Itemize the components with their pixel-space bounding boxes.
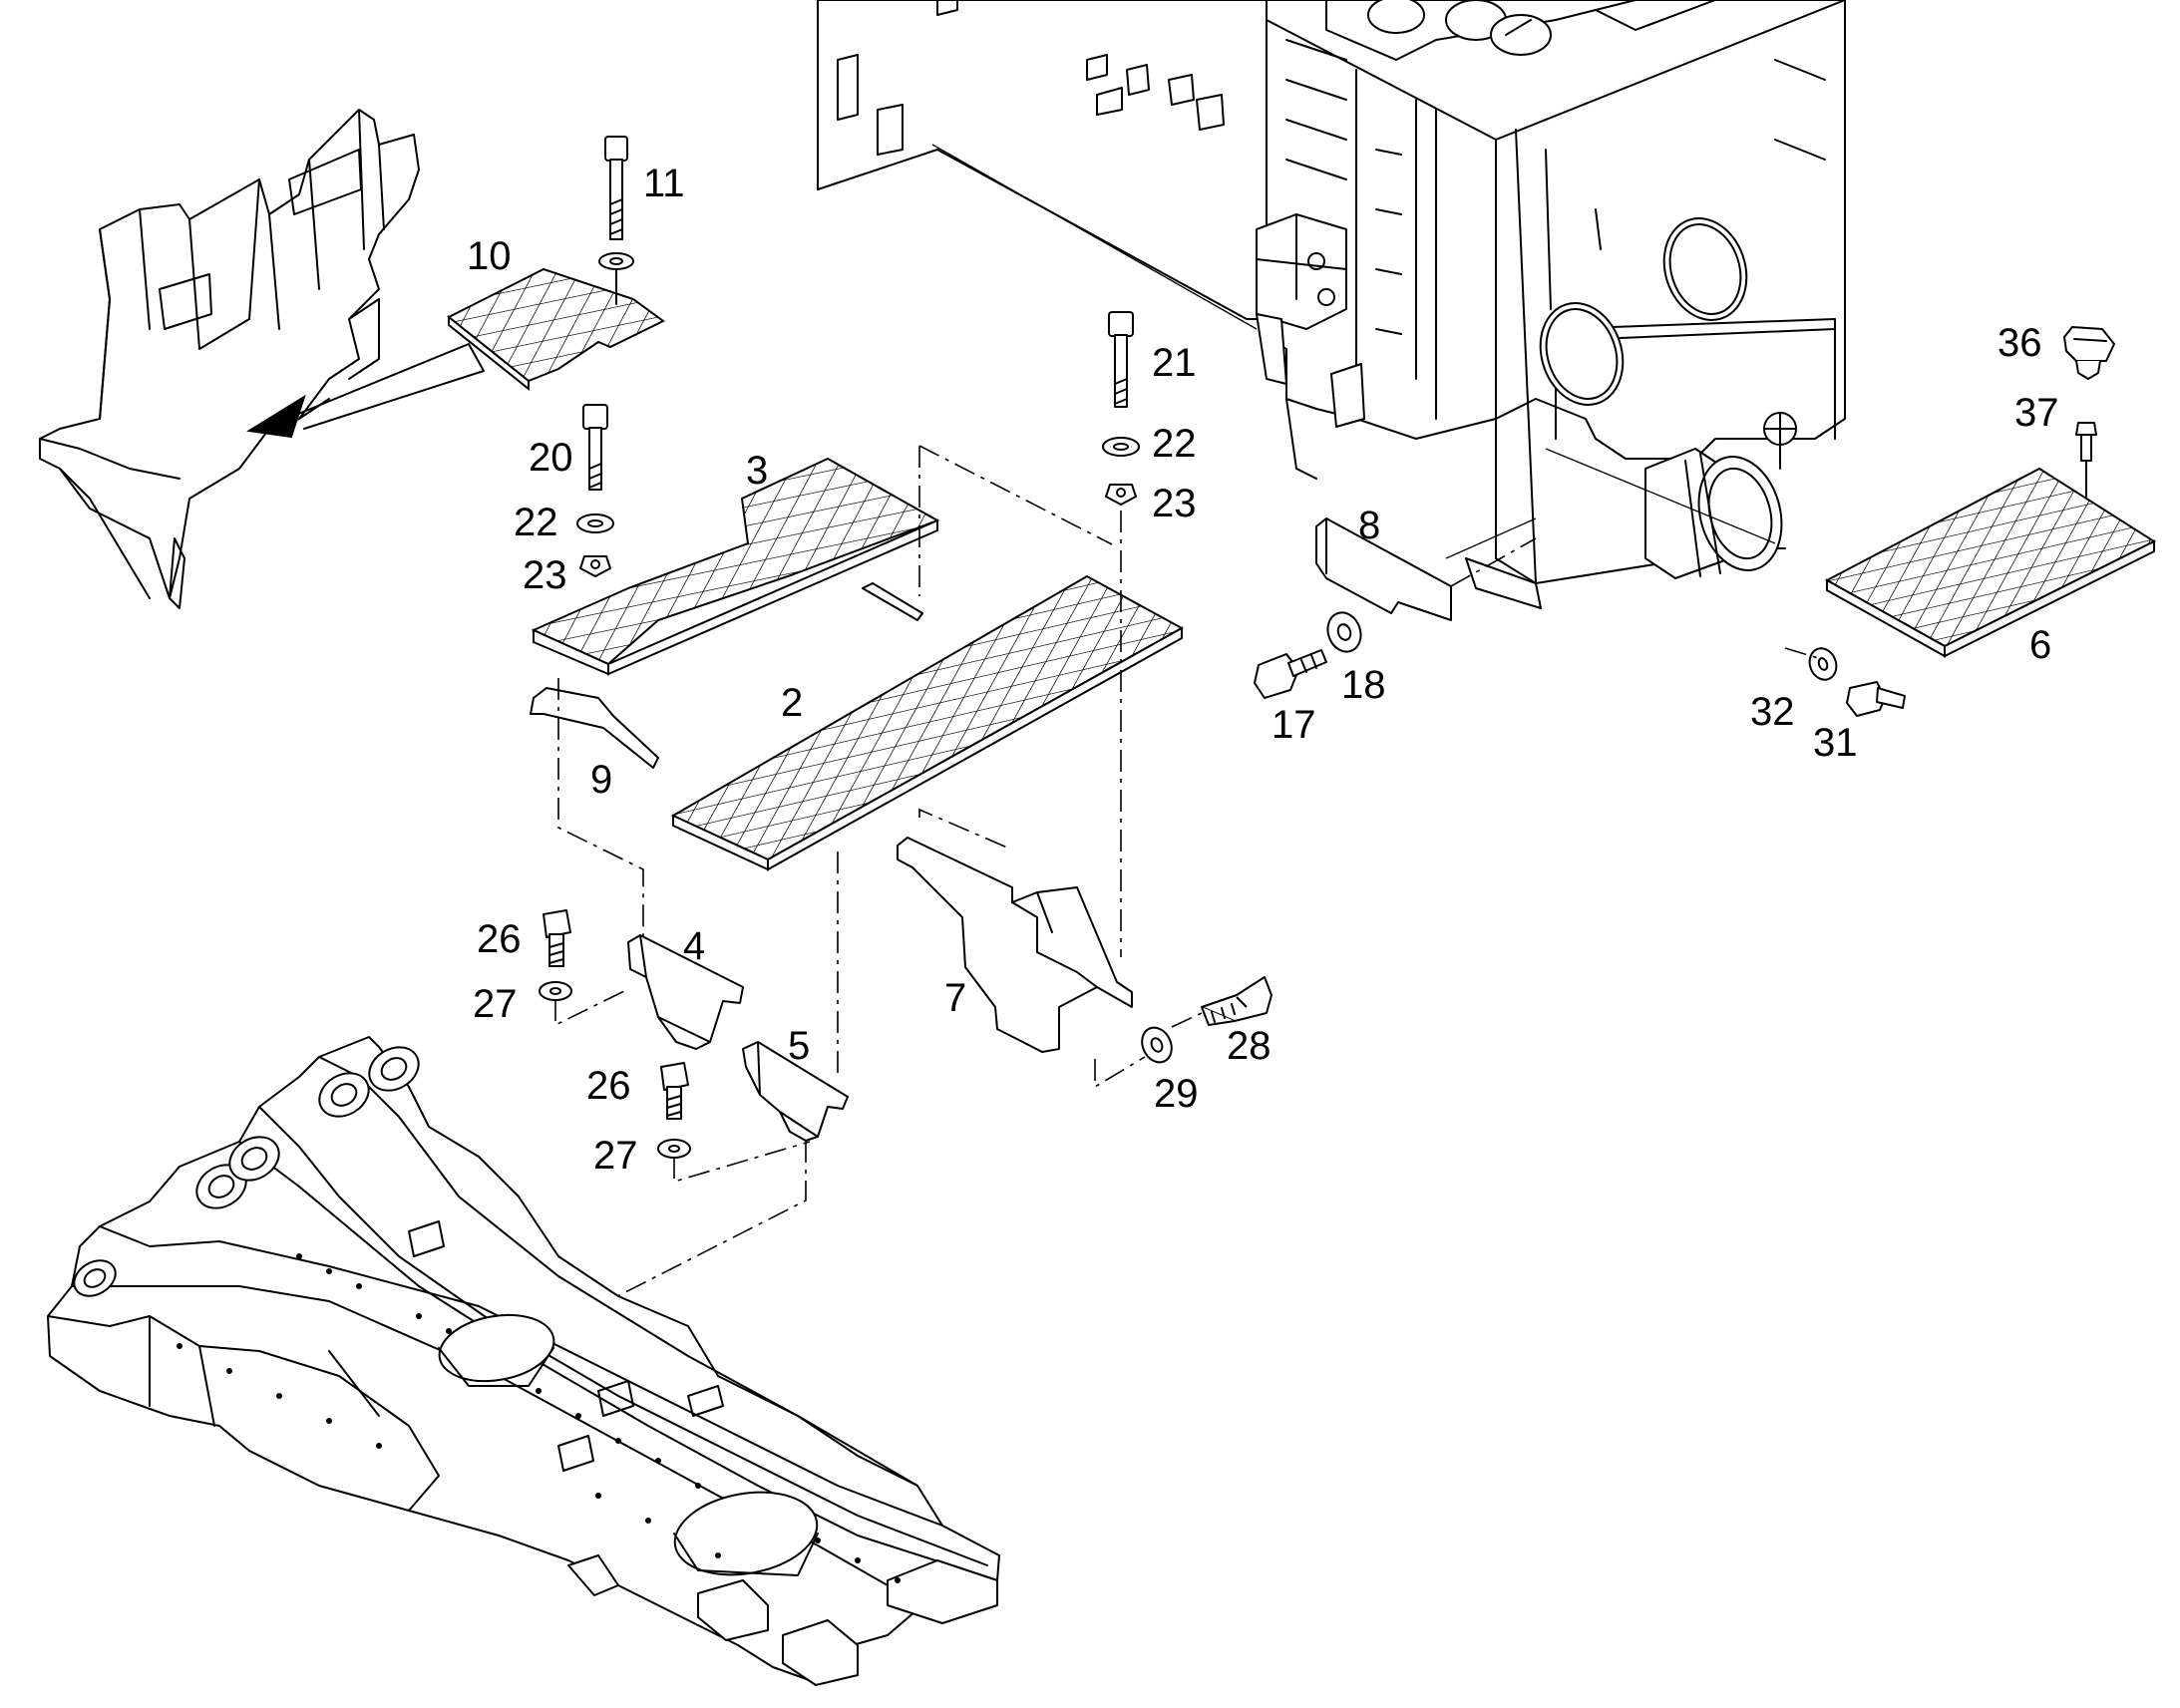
knob-36 (2063, 326, 2115, 380)
washer-32 (1808, 647, 1838, 681)
callout-20: 20 (529, 436, 573, 480)
grating-plate-6 (1824, 467, 2157, 658)
upper-machine-assembly (817, 0, 1846, 609)
bolt-17 (1254, 649, 1327, 699)
bolt-28 (1201, 976, 1272, 1026)
bracket-5 (742, 1041, 849, 1142)
bolt-31 (1846, 681, 1906, 717)
callout-27-lower: 27 (593, 1134, 638, 1178)
assembly-leader-lines (554, 445, 1819, 1317)
callout-10: 10 (467, 234, 512, 278)
callout-18: 18 (1341, 663, 1386, 707)
callout-36: 36 (1998, 321, 2042, 365)
callout-29: 29 (1154, 1072, 1199, 1116)
callout-32: 32 (1750, 690, 1795, 734)
callout-8: 8 (1358, 504, 1380, 547)
callout-5: 5 (788, 1024, 810, 1068)
callout-3: 3 (746, 449, 768, 493)
callout-23-left: 23 (523, 553, 567, 597)
callout-7: 7 (944, 976, 966, 1020)
callout-22-right: 22 (1152, 422, 1197, 466)
assembly-locator-thumbnail (39, 109, 485, 609)
washer-27-lower (657, 1139, 691, 1159)
bolt-21 (1102, 311, 1140, 506)
washer-29 (1141, 1026, 1173, 1064)
locator-arrow-icon (246, 394, 306, 439)
lower-chassis-frame (47, 1036, 1000, 1686)
callout-37: 37 (2014, 391, 2059, 435)
callout-labels: 2 3 4 5 6 7 8 9 10 11 17 18 20 21 22 22 … (467, 162, 2059, 1178)
callout-23-right: 23 (1152, 482, 1197, 525)
washer-27-upper (539, 981, 572, 1001)
callout-26-lower: 26 (586, 1064, 631, 1108)
washer-18 (1326, 611, 1362, 653)
callout-2: 2 (781, 681, 803, 725)
grating-plate-3 (531, 457, 940, 676)
callout-31: 31 (1813, 721, 1858, 765)
bolt-26-upper (543, 909, 571, 967)
grating-plate-2 (670, 574, 1185, 871)
callout-28: 28 (1227, 1024, 1272, 1068)
callout-26-upper: 26 (477, 917, 522, 961)
bracket-4 (627, 934, 744, 1050)
callout-6: 6 (2029, 623, 2051, 667)
strap-9 (530, 687, 659, 769)
grating-plate-10 (447, 267, 665, 392)
callout-11: 11 (643, 162, 685, 205)
callout-27-upper: 27 (473, 982, 518, 1026)
bolt-11 (598, 136, 634, 305)
bolt-37 (2075, 422, 2097, 498)
bolt-26-lower (660, 1062, 689, 1120)
bracket-8 (1315, 517, 1452, 621)
callout-4: 4 (683, 924, 705, 968)
callout-17: 17 (1272, 703, 1316, 747)
callout-9: 9 (590, 758, 612, 802)
bracket-7 (897, 837, 1133, 1053)
callout-22-left: 22 (514, 501, 558, 544)
bolt-20 (576, 404, 614, 577)
callout-21: 21 (1152, 341, 1197, 385)
